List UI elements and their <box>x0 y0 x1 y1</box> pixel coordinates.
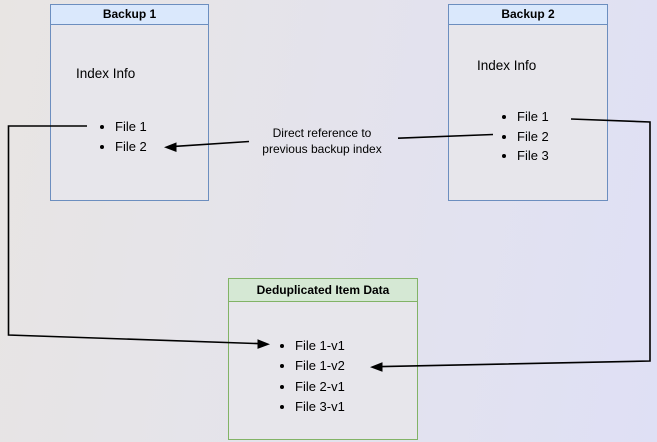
list-item: File 1 <box>115 117 147 137</box>
backup1-title[interactable]: Backup 1 <box>51 5 208 25</box>
direct-reference-label: Direct reference to previous backup inde… <box>222 125 422 157</box>
dedup-container[interactable]: Deduplicated Item Data File 1-v1File 1-v… <box>228 278 418 440</box>
dedup-file-list: File 1-v1File 1-v2File 2-v1File 3-v1 <box>277 336 345 418</box>
list-item: File 1-v2 <box>295 356 345 376</box>
backup2-container[interactable]: Backup 2 Index Info File 1File 2File 3 <box>448 4 608 201</box>
list-item: File 1 <box>517 107 549 127</box>
backup2-subtitle: Index Info <box>477 58 537 73</box>
backup1-file-list: File 1File 2 <box>97 117 147 157</box>
direct-reference-label-line1: Direct reference to <box>272 126 372 140</box>
direct-reference-label-line2: previous backup index <box>262 142 382 156</box>
list-item: File 2-v1 <box>295 377 345 397</box>
backup2-file-list: File 1File 2File 3 <box>499 107 549 166</box>
list-item: File 1-v1 <box>295 336 345 356</box>
backup1-subtitle: Index Info <box>76 66 136 81</box>
list-item: File 2 <box>517 127 549 147</box>
list-item: File 2 <box>115 137 147 157</box>
dedup-title[interactable]: Deduplicated Item Data <box>229 279 417 302</box>
list-item: File 3 <box>517 146 549 166</box>
list-item: File 3-v1 <box>295 397 345 417</box>
backup1-container[interactable]: Backup 1 Index Info File 1File 2 <box>50 4 209 201</box>
backup2-title[interactable]: Backup 2 <box>449 5 607 25</box>
